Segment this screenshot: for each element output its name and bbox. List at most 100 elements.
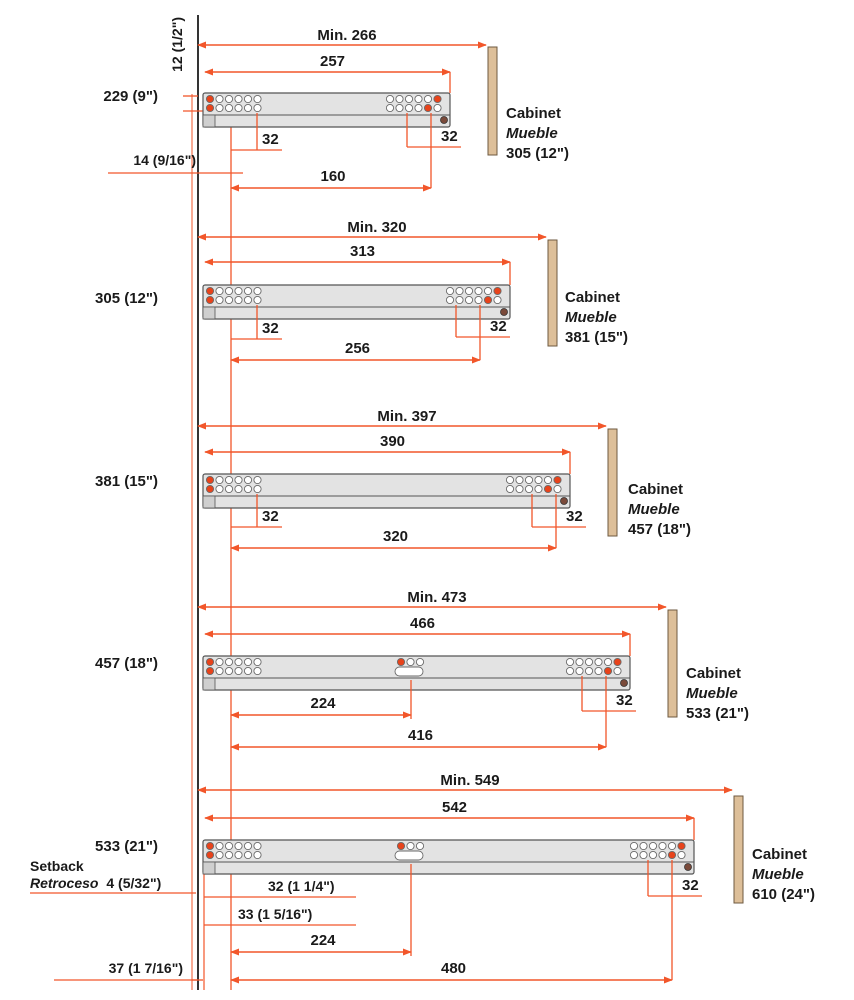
mounting-hole bbox=[515, 484, 524, 494]
mounting-hole bbox=[205, 295, 215, 305]
mounting-hole bbox=[423, 103, 433, 113]
mounting-hole bbox=[629, 841, 639, 851]
mounting-hole bbox=[385, 103, 395, 113]
mounting-hole bbox=[234, 850, 243, 860]
rear-hole-spacing-label: 32 bbox=[616, 692, 633, 709]
mounting-hole bbox=[395, 94, 404, 104]
hole-offset-32-label: 32 (1 1/4") bbox=[268, 878, 335, 894]
mounting-hole bbox=[234, 657, 243, 667]
slides-layer bbox=[202, 46, 744, 904]
min-cabinet-depth-label: Min. 320 bbox=[347, 219, 406, 236]
mounting-hole bbox=[253, 850, 262, 860]
cabinet-depth-label: 457 (18") bbox=[628, 521, 691, 538]
cabinet-label: Cabinet bbox=[628, 481, 683, 498]
mounting-hole bbox=[215, 103, 224, 113]
slide-length-label: 257 bbox=[320, 53, 345, 70]
slide-rear-screw bbox=[684, 863, 692, 871]
slide-body bbox=[202, 473, 571, 509]
hole-spacing-label: 224 bbox=[310, 695, 336, 712]
cabinet-depth-label: 381 (15") bbox=[565, 329, 628, 346]
mounting-hole bbox=[474, 295, 483, 305]
mounting-hole bbox=[406, 841, 415, 851]
mounting-hole bbox=[415, 657, 425, 667]
mounting-hole bbox=[395, 103, 404, 113]
slide-rear-screw bbox=[620, 679, 628, 687]
mounting-hole bbox=[205, 841, 215, 851]
mounting-hole bbox=[594, 657, 603, 667]
mounting-hole bbox=[445, 295, 455, 305]
cabinet-label-es: Mueble bbox=[565, 309, 617, 326]
slide-5 bbox=[202, 795, 744, 904]
mounting-hole bbox=[406, 657, 415, 667]
mounting-hole bbox=[565, 657, 575, 667]
front-hole-spacing-label: 32 bbox=[262, 131, 279, 148]
mounting-hole bbox=[205, 103, 215, 113]
mounting-hole bbox=[234, 295, 243, 305]
labels-layer: 12 (1/2") 14 (9/16") Setback Retroceso 4… bbox=[30, 17, 335, 976]
mounting-hole bbox=[215, 94, 224, 104]
mounting-hole bbox=[648, 850, 658, 860]
mounting-hole bbox=[455, 295, 464, 305]
mounting-hole bbox=[423, 94, 433, 104]
mounting-hole bbox=[677, 850, 686, 860]
mounting-hole bbox=[553, 475, 562, 485]
slide-front-lever bbox=[202, 861, 216, 875]
mounting-hole bbox=[243, 850, 253, 860]
slide-front-lever bbox=[202, 306, 216, 320]
setback-es-label: Retroceso 4 (5/32") bbox=[30, 875, 161, 891]
cabinet-side-panel bbox=[487, 46, 498, 156]
slide-length-label: 390 bbox=[380, 433, 405, 450]
mounting-hole bbox=[584, 657, 594, 667]
cabinet-label-es: Mueble bbox=[752, 866, 804, 883]
cabinet-side-panel bbox=[733, 795, 744, 904]
mounting-hole bbox=[505, 484, 515, 494]
mounting-hole bbox=[575, 666, 584, 676]
cabinet-depth-label: 610 (24") bbox=[752, 886, 815, 903]
slide-size-label: 305 (12") bbox=[95, 290, 158, 307]
setback-title: Setback bbox=[30, 858, 84, 874]
mounting-hole bbox=[433, 94, 442, 104]
mounting-hole bbox=[629, 850, 639, 860]
mounting-hole bbox=[565, 666, 575, 676]
mounting-hole bbox=[253, 94, 262, 104]
cabinet-depth-label: 305 (12") bbox=[506, 145, 569, 162]
mounting-hole bbox=[224, 295, 234, 305]
hole-spacing-label: 256 bbox=[345, 340, 370, 357]
mounting-hole bbox=[534, 484, 543, 494]
mounting-hole bbox=[253, 484, 262, 494]
mounting-hole bbox=[534, 475, 543, 485]
mounting-hole bbox=[445, 286, 455, 296]
mounting-hole bbox=[243, 841, 253, 851]
mounting-hole bbox=[658, 850, 667, 860]
mounting-hole bbox=[404, 103, 414, 113]
mounting-hole bbox=[215, 657, 224, 667]
rear-hole-spacing-label: 32 bbox=[490, 318, 507, 335]
slide-length-label: 542 bbox=[442, 799, 467, 816]
mounting-hole bbox=[224, 286, 234, 296]
mounting-hole bbox=[243, 295, 253, 305]
mounting-hole bbox=[253, 657, 262, 667]
front-hole-spacing-label: 32 bbox=[262, 508, 279, 525]
mounting-hole bbox=[224, 657, 234, 667]
rear-hole-spacing-label: 32 bbox=[682, 877, 699, 894]
cabinet-label: Cabinet bbox=[752, 846, 807, 863]
slide-rear-screw bbox=[500, 308, 508, 316]
mounting-hole bbox=[243, 286, 253, 296]
slide-size-label: 381 (15") bbox=[95, 473, 158, 490]
mounting-hole bbox=[433, 103, 442, 113]
front-hole-spacing-label: 32 bbox=[262, 320, 279, 337]
mounting-hole bbox=[414, 103, 423, 113]
mounting-hole bbox=[396, 657, 406, 667]
mounting-hole bbox=[505, 475, 515, 485]
slide-4 bbox=[202, 609, 678, 718]
mounting-hole bbox=[215, 666, 224, 676]
mounting-hole bbox=[515, 475, 524, 485]
mounting-hole bbox=[667, 850, 677, 860]
slide-front-lever bbox=[202, 495, 216, 509]
slide-length-label: 313 bbox=[350, 243, 375, 260]
mounting-hole bbox=[543, 484, 553, 494]
mounting-hole bbox=[243, 475, 253, 485]
hole-spacing-label: 160 bbox=[320, 168, 345, 185]
